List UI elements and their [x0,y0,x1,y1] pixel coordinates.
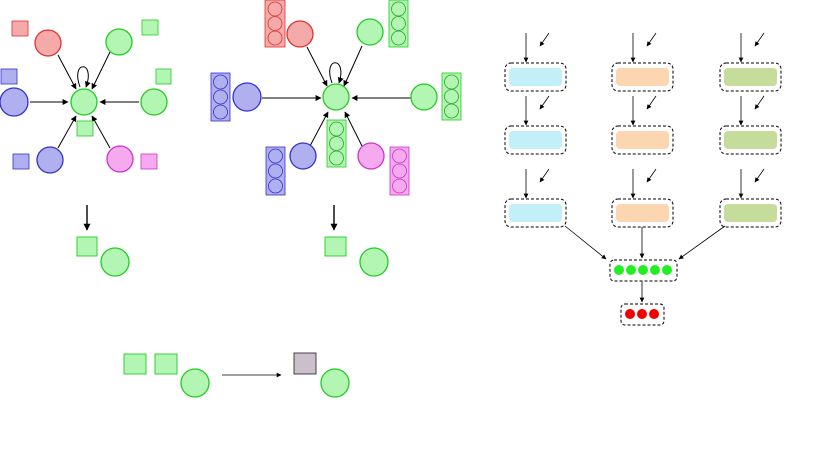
side-input-arrow [539,95,550,110]
feature-square-green [141,19,159,36]
feature-square-blue [12,153,30,170]
panel-feature-merge [123,352,350,398]
output-dot [649,309,659,319]
feature-square-green [155,68,172,85]
side-input-arrow [754,95,765,110]
feature-stack-green [441,72,462,121]
edge-arrow [57,54,77,90]
encoder-block-orange [616,68,669,86]
encoder-block-cyan [509,68,562,86]
edge-arrow [91,115,111,149]
encoder-block-orange [616,131,669,149]
output-dot [637,309,647,319]
aggregate-dot [614,265,624,275]
center-node [322,83,350,111]
neighbor-node-red [34,29,62,57]
result-feature-square [76,236,98,257]
edge-arrow [306,46,328,87]
neighbor-node-magenta [357,142,385,170]
side-input-arrow [539,168,550,183]
neighbor-node-magenta [106,145,134,173]
aggregate-dot [650,265,660,275]
edge-arrow [344,111,363,147]
edge-arrow [57,115,77,149]
encoder-block-olive [724,204,777,222]
feature-square-magenta [140,153,158,170]
neighbor-node-blue [36,146,64,174]
self-loop-icon [329,62,344,84]
side-input-arrow [539,32,550,47]
neighbor-node-green [140,88,168,116]
result-node [359,247,389,277]
neighbor-node-green [105,28,133,56]
panel-encoder-pipeline [504,32,782,326]
encoder-block-cyan [509,204,562,222]
result-node [100,247,130,277]
neighbor-node-green [356,18,384,46]
edge-arrow [343,45,363,87]
encoder-block-olive [724,68,777,86]
feature-square-red [11,20,29,37]
neighbor-node-blue [289,142,317,170]
panel-graph-stacked-features [210,0,462,277]
input-feature-square [154,353,178,375]
feature-stack-green [388,0,409,48]
output-dot [625,309,635,319]
panel-graph-square-features [0,19,172,277]
feature-stack-red [264,0,286,48]
center-node [70,88,98,116]
input-feature-square [123,353,147,375]
feature-stack-blue [210,72,231,122]
aggregate-dot [626,265,636,275]
merged-feature-square [293,352,317,375]
result-feature-square [324,236,347,257]
self-loop-icon [77,66,91,88]
side-input-arrow [646,168,657,183]
aggregate-dot [638,265,648,275]
output-node [320,368,350,398]
neighbor-node-blue [232,82,262,112]
feature-stack-magenta [389,146,410,196]
encoder-block-cyan [509,131,562,149]
input-node [180,368,210,398]
side-input-arrow [754,32,765,47]
side-input-arrow [646,32,657,47]
neighbor-node-blue [0,87,29,117]
neighbor-node-red [286,20,314,48]
neighbor-node-green [410,83,438,111]
merge-arrow [678,225,726,260]
edge-arrow [309,111,329,147]
side-input-arrow [646,95,657,110]
feature-stack-green [326,119,347,168]
feature-stack-blue [265,146,286,196]
encoder-block-olive [724,131,777,149]
edge-arrow [91,51,111,90]
feature-square-blue [0,68,18,85]
aggregate-dot [662,265,672,275]
side-input-arrow [754,168,765,183]
encoder-block-orange [616,204,669,222]
merge-arrow [564,225,607,260]
feature-square-green [76,120,94,137]
